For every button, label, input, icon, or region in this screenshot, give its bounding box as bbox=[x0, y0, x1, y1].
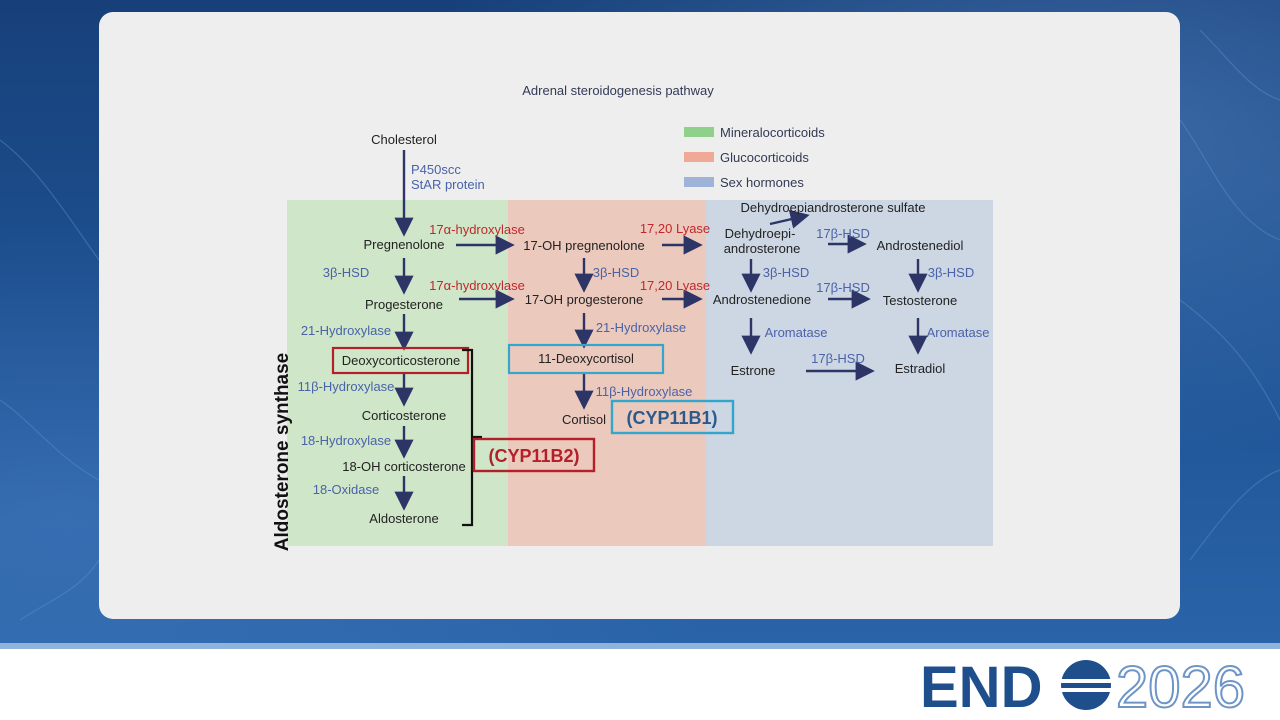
node-aldosterone: Aldosterone bbox=[369, 511, 438, 526]
enzyme-11b-hydroxylase-left: 11β-Hydroxylase bbox=[298, 379, 395, 394]
node-dheas: Dehydroepiandrosterone sulfate bbox=[740, 200, 925, 215]
node-corticosterone: Corticosterone bbox=[362, 408, 447, 423]
enzyme-17-20-lyase-bottom: 17,20 Lyase bbox=[640, 278, 710, 293]
enzyme-17b-hsd-middle: 17β-HSD bbox=[816, 280, 870, 295]
node-progesterone: Progesterone bbox=[365, 297, 443, 312]
enzyme-aromatase-left: Aromatase bbox=[765, 325, 828, 340]
enzyme-star-protein: StAR protein bbox=[411, 177, 485, 192]
node-androstenedione: Androstenedione bbox=[713, 292, 811, 307]
background-neuron-pattern bbox=[0, 29, 1280, 621]
enzyme-21-hydroxylase-middle: 21-Hydroxylase bbox=[596, 320, 686, 335]
node-dhea-line1: Dehydroepi- bbox=[725, 226, 796, 241]
cyp11b1-box bbox=[610, 399, 735, 435]
node-pregnenolone: Pregnenolone bbox=[364, 237, 445, 252]
enzyme-17-20-lyase-top: 17,20 Lyase bbox=[640, 221, 710, 236]
aldosterone-synthase-label: Aldosterone synthase bbox=[272, 353, 293, 552]
cyp11b2-box bbox=[472, 437, 596, 473]
node-dhea-line2: androsterone bbox=[724, 241, 801, 256]
node-estradiol: Estradiol bbox=[895, 361, 946, 376]
node-18-oh-corticosterone: 18-OH corticosterone bbox=[342, 459, 466, 474]
enzyme-18-oxidase: 18-Oxidase bbox=[313, 482, 379, 497]
legend-label-mineralocorticoids: Mineralocorticoids bbox=[720, 125, 825, 140]
enzyme-17a-hydroxylase-top: 17α-hydroxylase bbox=[429, 222, 525, 237]
arrow-dhea-dheas bbox=[769, 209, 810, 229]
enzyme-3b-hsd-dhea: 3β-HSD bbox=[763, 265, 809, 280]
enzyme-21-hydroxylase-left: 21-Hydroxylase bbox=[301, 323, 391, 338]
legend-swatch-sex-hormones bbox=[684, 177, 714, 187]
diagram-title: Adrenal steroidogenesis pathway bbox=[522, 83, 714, 98]
globe-icon bbox=[1061, 660, 1111, 710]
node-cortisol: Cortisol bbox=[562, 412, 606, 427]
endo-2026-logo: END 2026 bbox=[920, 655, 1246, 715]
pathway-arrows bbox=[394, 150, 928, 511]
cyp11b2-label: (CYP11B2) bbox=[488, 446, 579, 466]
legend-swatch-mineralocorticoids bbox=[684, 127, 714, 137]
legend-label-glucocorticoids: Glucocorticoids bbox=[720, 150, 809, 165]
enzyme-3b-hsd-androstenediol: 3β-HSD bbox=[928, 265, 974, 280]
sex-hormone-panel bbox=[706, 200, 993, 546]
node-androstenediol: Androstenediol bbox=[877, 238, 964, 253]
logo-text-end: END bbox=[920, 655, 1042, 715]
node-17-oh-progesterone: 17-OH progesterone bbox=[525, 292, 644, 307]
enzyme-3b-hsd-left: 3β-HSD bbox=[323, 265, 369, 280]
deoxycorticosterone-highlight-box bbox=[331, 346, 470, 375]
legend-label-sex-hormones: Sex hormones bbox=[720, 175, 804, 190]
node-17-oh-pregnenolone: 17-OH pregnenolone bbox=[523, 238, 644, 253]
enzyme-3b-hsd-middle: 3β-HSD bbox=[593, 265, 639, 280]
node-11-deoxycortisol: 11-Deoxycortisol bbox=[538, 351, 634, 366]
enzyme-17b-hsd-top: 17β-HSD bbox=[816, 226, 870, 241]
enzyme-17a-hydroxylase-bottom: 17α-hydroxylase bbox=[429, 278, 525, 293]
enzyme-aromatase-right: Aromatase bbox=[927, 325, 990, 340]
node-testosterone: Testosterone bbox=[883, 293, 957, 308]
node-cholesterol: Cholesterol bbox=[371, 132, 437, 147]
node-deoxycorticosterone: Deoxycorticosterone bbox=[342, 353, 461, 368]
logo-text-year: 2026 bbox=[1116, 655, 1245, 715]
enzyme-18-hydroxylase: 18-Hydroxylase bbox=[301, 433, 391, 448]
node-estrone: Estrone bbox=[731, 363, 776, 378]
footer-stripe bbox=[0, 643, 1280, 649]
cyp11b1-label: (CYP11B1) bbox=[626, 408, 717, 428]
legend-swatch-glucocorticoids bbox=[684, 152, 714, 162]
enzyme-p450scc: P450scc bbox=[411, 162, 461, 177]
enzyme-11b-hydroxylase-middle: 11β-Hydroxylase bbox=[596, 384, 693, 399]
deoxycortisol-highlight-box bbox=[507, 343, 665, 375]
enzyme-17b-hsd-bottom: 17β-HSD bbox=[811, 351, 865, 366]
